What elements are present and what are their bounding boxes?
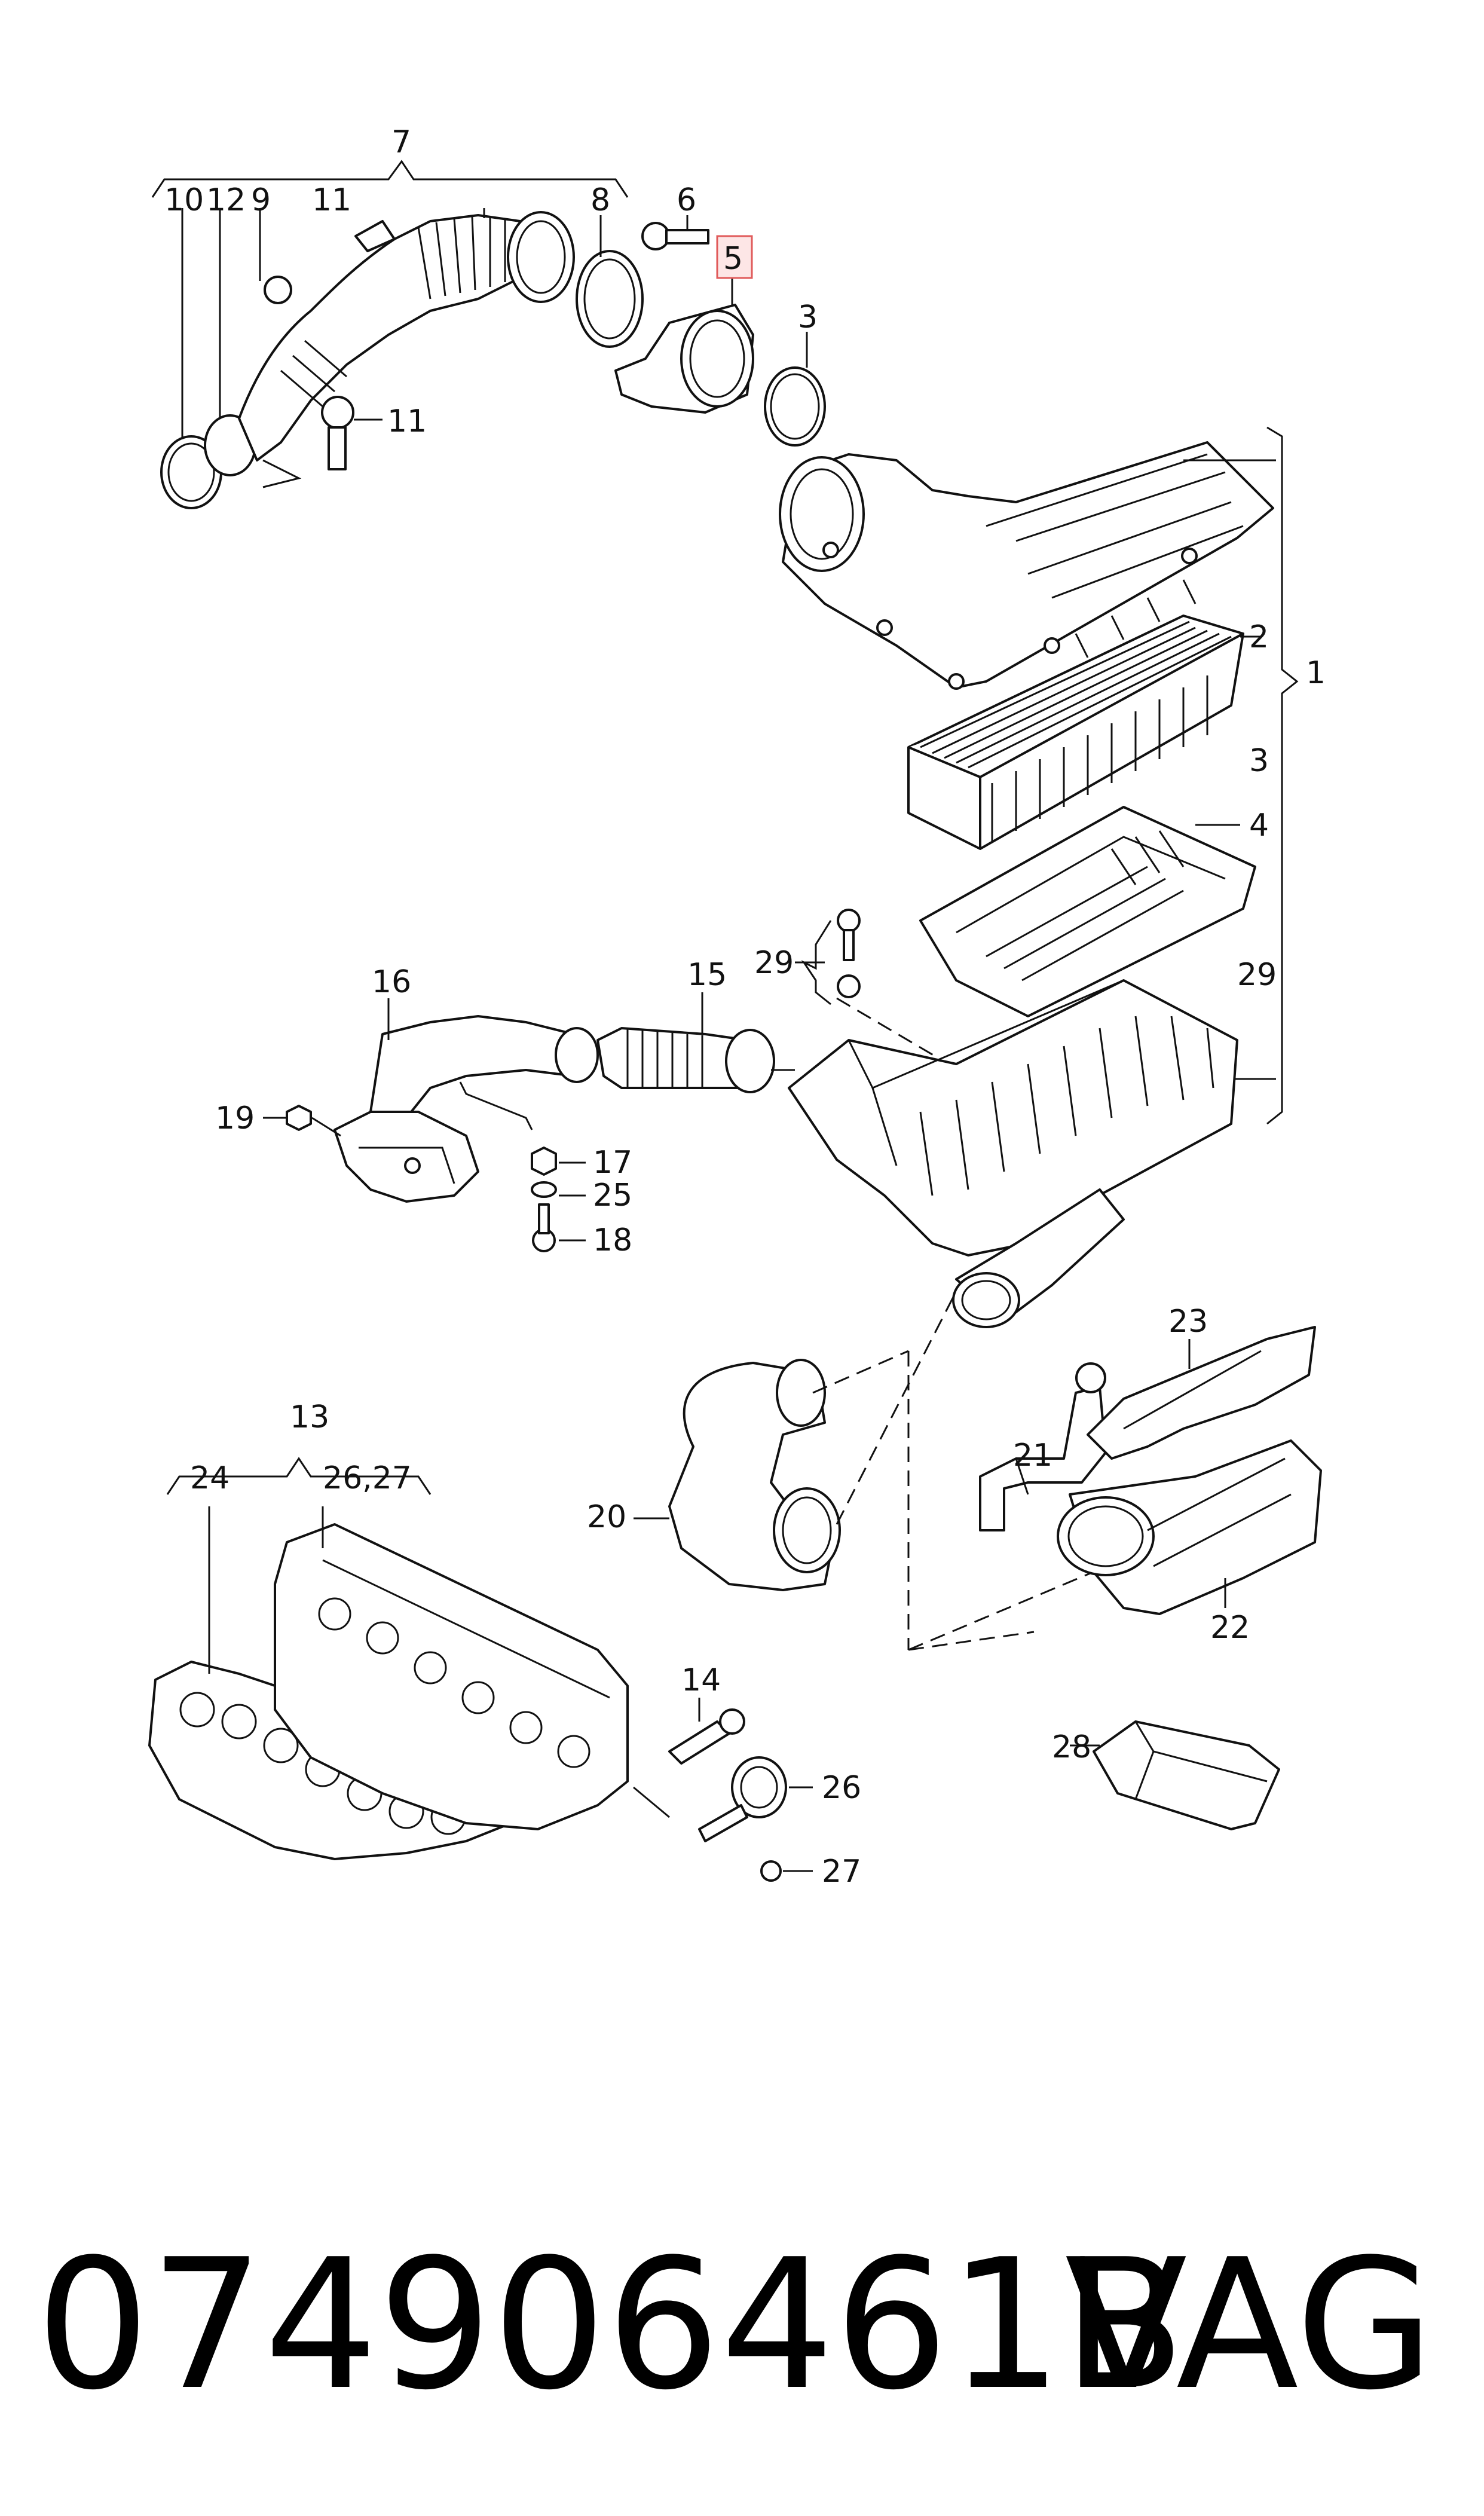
callout-16: 16 [372, 964, 411, 1000]
callout-1: 1 [1306, 655, 1326, 691]
callout-11-top: 11 [312, 182, 351, 218]
callout-3-top: 3 [798, 299, 818, 335]
mass-air-flow-sensor-group [576, 215, 826, 447]
callout-15: 15 [687, 957, 727, 993]
callout-8: 8 [590, 182, 610, 218]
bracket-1 [1266, 426, 1299, 1125]
callout-12: 12 [206, 182, 246, 218]
callout-20: 20 [587, 1499, 626, 1535]
filter-element [907, 615, 1244, 850]
intake-manifold-group [148, 1457, 813, 1882]
callout-6: 6 [677, 182, 696, 218]
callout-9: 9 [251, 182, 271, 218]
intake-duct-15-16 [263, 992, 795, 1252]
callout-25: 25 [593, 1178, 632, 1213]
callout-5: 5 [723, 241, 743, 277]
callout-13: 13 [290, 1399, 329, 1435]
callout-19: 19 [215, 1100, 255, 1136]
callout-29-right: 29 [1237, 957, 1277, 993]
callout-labels: 7 10 12 9 11 8 6 5 3 11 2 1 3 4 29 29 15… [164, 124, 1326, 1890]
callout-29-left: 29 [754, 945, 794, 981]
intake-hose-assembly [151, 160, 629, 509]
callout-21: 21 [1013, 1438, 1052, 1473]
lower-right-parts [979, 1326, 1322, 1830]
highlight-box [716, 235, 753, 279]
callout-14: 14 [681, 1662, 721, 1698]
callout-22: 22 [1210, 1610, 1250, 1646]
callout-24: 24 [190, 1460, 230, 1496]
callout-18: 18 [593, 1222, 632, 1258]
screw-29-group [795, 909, 939, 1059]
part-caption: 074906461B VAG [24, 2206, 1458, 2445]
elbow-duct-20 [634, 1291, 1136, 1651]
air-filter-housing-upper [779, 441, 1274, 690]
callout-2: 2 [1249, 619, 1269, 655]
callout-4: 4 [1249, 808, 1269, 843]
brand-name: VAG [1064, 2221, 1434, 2429]
callout-11-screw: 11 [387, 403, 427, 439]
filter-tray [919, 806, 1256, 1017]
part-number: 074906461B [36, 2221, 1186, 2429]
callout-3: 3 [1249, 743, 1269, 779]
callout-27: 27 [822, 1854, 861, 1890]
air-filter-housing-lower [788, 979, 1238, 1328]
callout-26: 26 [822, 1770, 861, 1806]
callout-28: 28 [1052, 1729, 1091, 1765]
callout-26-27: 26,27 [323, 1460, 412, 1496]
callout-10: 10 [164, 182, 204, 218]
callout-23: 23 [1168, 1304, 1208, 1340]
callout-7: 7 [391, 124, 411, 160]
callout-17: 17 [593, 1145, 632, 1181]
